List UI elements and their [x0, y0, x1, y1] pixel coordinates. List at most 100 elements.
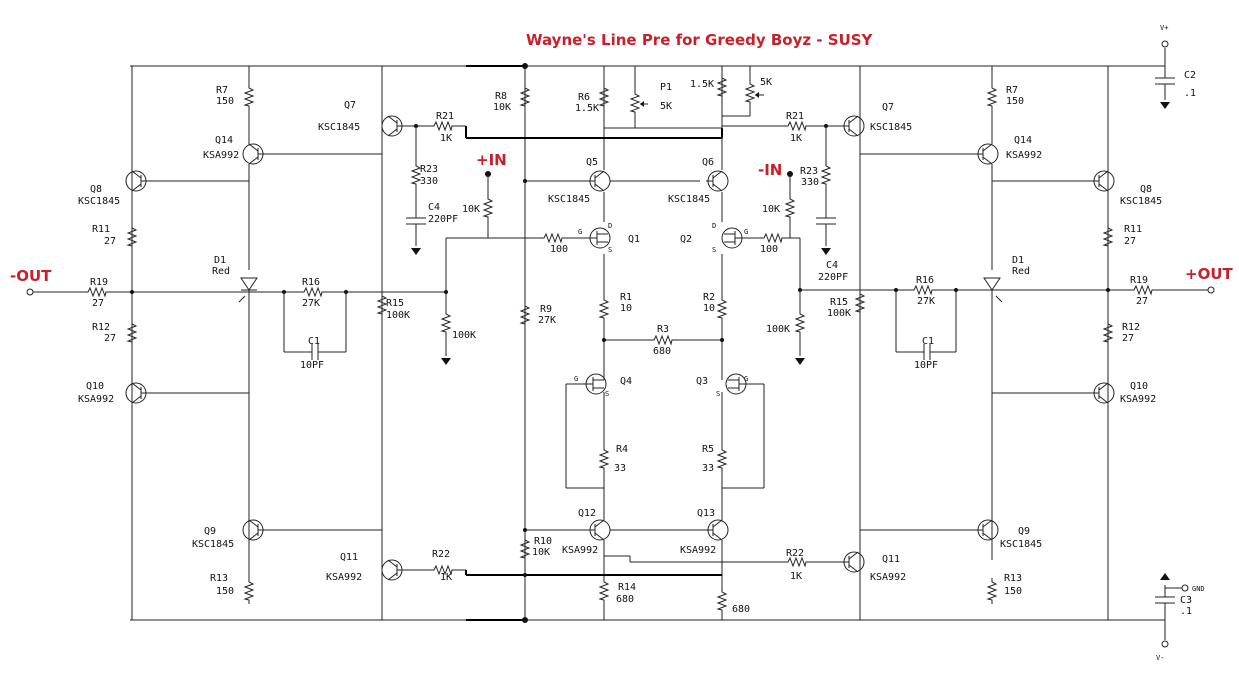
- r21r-name: R21: [786, 111, 804, 122]
- r19l-name: R19: [90, 277, 108, 288]
- r15l-name: R15: [386, 298, 404, 309]
- q10r-part: KSA992: [1120, 394, 1156, 405]
- q8r-part: KSC1845: [1120, 196, 1162, 207]
- vplus-label: V+: [1160, 24, 1168, 32]
- q11l-part: KSA992: [326, 572, 362, 583]
- c3-value: .1: [1180, 606, 1192, 617]
- r12l-value: 27: [104, 333, 116, 344]
- q11l-name: Q11: [340, 552, 358, 563]
- p1-name: P1: [660, 82, 672, 93]
- q5-name: Q5: [586, 157, 598, 168]
- q9l-name: Q9: [204, 526, 216, 537]
- c2-capacitor: [1155, 66, 1175, 100]
- q1-pin-s: S: [608, 246, 612, 254]
- c2-name: C2: [1184, 70, 1196, 81]
- q7r-part: KSC1845: [870, 122, 912, 133]
- q1-name: Q1: [628, 234, 640, 245]
- d1l-value: Red: [212, 266, 230, 277]
- q10l-part: KSA992: [78, 394, 114, 405]
- q14r-name: Q14: [1014, 135, 1032, 146]
- d1l-name: D1: [214, 255, 226, 266]
- r13l-name: R13: [210, 573, 228, 584]
- r16l-name: R16: [302, 277, 320, 288]
- q7l-name: Q7: [344, 100, 356, 111]
- r22l-value: 1K: [440, 572, 452, 583]
- r6-name: R6: [578, 92, 590, 103]
- r12r-name: R12: [1122, 322, 1140, 333]
- q13-part: KSA992: [680, 545, 716, 556]
- q10r-name: Q10: [1130, 381, 1148, 392]
- r19r-value: 27: [1136, 296, 1148, 307]
- r16r-name: R16: [916, 275, 934, 286]
- rg2-value: 100: [760, 244, 778, 255]
- r15r-value: 100K: [827, 308, 851, 319]
- r21l-value: 1K: [440, 133, 452, 144]
- c1r-capacitor: [895, 290, 957, 360]
- c1l-value: 10PF: [300, 360, 324, 371]
- q12-name: Q12: [578, 508, 596, 519]
- schematic-title: Wayne's Line Pre for Greedy Boyz - SUSY: [526, 31, 874, 49]
- plus-out-label: +OUT: [1185, 265, 1234, 283]
- r21r-value: 1K: [790, 133, 802, 144]
- r4-name: R4: [616, 444, 628, 455]
- q2-pin-s: S: [712, 246, 716, 254]
- r6b-value: 1.5K: [690, 79, 714, 90]
- q2-pin-g: G: [744, 228, 748, 236]
- c1r-name: C1: [922, 336, 934, 347]
- q12-part: KSA992: [562, 545, 598, 556]
- c1l-name: C1: [308, 336, 320, 347]
- q7r-name: Q7: [882, 102, 894, 113]
- r11r-name: R11: [1124, 224, 1142, 235]
- r5-value: 33: [702, 463, 714, 474]
- r7r-name: R7: [1006, 85, 1018, 96]
- r3-name: R3: [657, 324, 669, 335]
- p2-value: 5K: [760, 77, 772, 88]
- r21l-name: R21: [436, 111, 454, 122]
- r11l-name: R11: [92, 224, 110, 235]
- r9-name: R9: [540, 304, 552, 315]
- q7l-part: KSC1845: [318, 122, 360, 133]
- r12l-name: R12: [92, 322, 110, 333]
- r5-name: R5: [702, 444, 714, 455]
- minus-out-label: -OUT: [10, 267, 52, 285]
- r2-value: 10: [703, 303, 715, 314]
- r6-value: 1.5K: [575, 103, 599, 114]
- r8-value: 10K: [493, 102, 511, 113]
- r23r-value: 330: [801, 177, 819, 188]
- r22r-value: 1K: [790, 571, 802, 582]
- q8l-part: KSC1845: [78, 196, 120, 207]
- q5-part: KSC1845: [548, 194, 590, 205]
- d1r-name: D1: [1012, 255, 1024, 266]
- r23l-value: 330: [420, 176, 438, 187]
- c4l-name: C4: [428, 202, 440, 213]
- q3-pin-g: G: [744, 375, 748, 383]
- r15r-name: R15: [830, 297, 848, 308]
- r10-value: 10K: [532, 547, 550, 558]
- c2-value: .1: [1184, 88, 1196, 99]
- gnd-label: GND: [1192, 585, 1205, 593]
- r7l-name: R7: [216, 85, 228, 96]
- q9r-part: KSC1845: [1000, 539, 1042, 550]
- r7r-value: 150: [1006, 96, 1024, 107]
- c3-capacitor: [1155, 584, 1189, 620]
- c3-name: C3: [1180, 595, 1192, 606]
- r11l-value: 27: [104, 236, 116, 247]
- q6-name: Q6: [702, 157, 714, 168]
- r1-name: R1: [620, 292, 632, 303]
- q1-pin-g: G: [578, 228, 582, 236]
- rin-minus-value: 10K: [762, 204, 780, 215]
- r15lb-value: 100K: [452, 330, 476, 341]
- r8-name: R8: [495, 91, 507, 102]
- vminus-label: V-: [1156, 654, 1164, 662]
- q4-pin-g: G: [574, 375, 578, 383]
- r13l-value: 150: [216, 586, 234, 597]
- r19r-name: R19: [1130, 275, 1148, 286]
- r13r-name: R13: [1004, 573, 1022, 584]
- r14-name: R14: [618, 582, 636, 593]
- r22r-name: R22: [786, 548, 804, 559]
- q14l-name: Q14: [215, 135, 233, 146]
- r3-value: 680: [653, 346, 671, 357]
- q8r-name: Q8: [1140, 184, 1152, 195]
